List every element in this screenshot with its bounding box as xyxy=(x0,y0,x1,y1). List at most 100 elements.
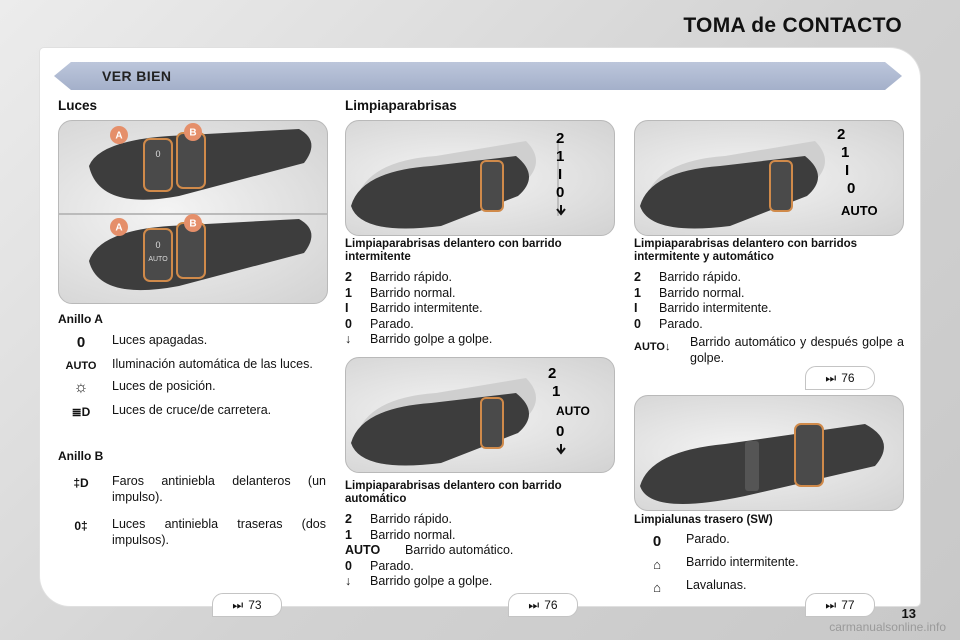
ref-page: 73 xyxy=(248,598,262,612)
rear-wiper-illustration xyxy=(640,423,884,504)
wiper-auto-caption: Limpiaparabrisas delantero con barrido a… xyxy=(345,480,562,505)
wiper-both-pos-0: 0 xyxy=(847,180,855,197)
section-banner xyxy=(54,62,902,90)
ring-b-title: Anillo B xyxy=(58,449,104,463)
rear-wiper-item: 0 Parado. xyxy=(640,532,900,550)
page-number: 13 xyxy=(901,606,916,621)
wiper-both-auto-row: AUTO↓ Barrido automático y después golpe… xyxy=(634,335,904,366)
lights-heading: Luces xyxy=(58,98,98,113)
wiper-both-caption: Limpiaparabrisas delantero con barridos … xyxy=(634,238,858,263)
ring-b-item: 0‡ Luces antiniebla traseras (dos impuls… xyxy=(64,517,326,548)
ring-a-item-text: Luces apagadas. xyxy=(112,333,208,347)
watermark: carmanualsonline.info xyxy=(829,620,946,634)
rear-intermittent-icon: ⌂ xyxy=(653,556,661,572)
wiper-both-illustration: 2 1 I 0 AUTO xyxy=(640,126,878,229)
page-title: TOMA de CONTACTO xyxy=(683,14,902,37)
wiper-pos-i: I xyxy=(558,166,562,183)
ring-b-item-text: Faros antiniebla delanteros (un impulso)… xyxy=(112,474,326,504)
wiper-both-photo: 2 1 I 0 AUTO xyxy=(634,120,904,236)
auto-wipe-icon: AUTO↓ xyxy=(634,341,671,353)
wiper-both-auto-text: Barrido automático y después golpe a gol… xyxy=(690,335,904,365)
skip-forward-icon: ⏭ xyxy=(528,597,540,612)
rear-wash-icon: ⌂ xyxy=(653,579,661,595)
rear-off-icon: 0 xyxy=(652,532,662,550)
headlights-icon: ≣D xyxy=(71,405,91,419)
ring-a-list: 0 Luces apagadas. AUTO Iluminación autom… xyxy=(64,333,326,421)
skip-forward-icon: ⏭ xyxy=(825,370,837,385)
ring-a-item-text: Luces de cruce/de carretera. xyxy=(112,403,272,417)
wiper-both-pos-1: 1 xyxy=(841,144,849,161)
wiper-row: ↓Barrido golpe a golpe. xyxy=(345,574,493,588)
rear-wiper-list: 0 Parado. ⌂ Barrido intermitente. ⌂ Lava… xyxy=(640,532,900,596)
ring-b-item: ‡D Faros antiniebla delanteros (un impul… xyxy=(64,474,326,505)
ref-page: 76 xyxy=(544,598,558,612)
rear-wiper-item: ⌂ Lavalunas. xyxy=(640,578,900,596)
stalk-zero-label: 0 xyxy=(155,149,160,159)
wiper-auto-pos-2: 2 xyxy=(548,365,556,382)
ref-link-73[interactable]: ⏭ 73 xyxy=(212,593,282,617)
wiper-auto-photo: 2 1 AUTO 0 xyxy=(345,357,615,473)
skip-forward-icon: ⏭ xyxy=(825,597,837,612)
ring-a-item: ☼ Luces de posición. xyxy=(64,379,326,397)
wiper-pos-2: 2 xyxy=(556,130,564,147)
ring-a-item: 0 Luces apagadas. xyxy=(64,333,326,351)
wiper-intermittent-photo: 2 1 I 0 xyxy=(345,120,615,236)
wiper-pos-1: 1 xyxy=(556,148,564,165)
ref-page: 76 xyxy=(841,371,855,385)
ref-link-76-right[interactable]: ⏭ 76 xyxy=(805,366,875,390)
rear-wiper-caption: Limpialunas trasero (SW) xyxy=(634,514,773,526)
wiper-auto-pos-1: 1 xyxy=(552,383,560,400)
ring-b-list: ‡D Faros antiniebla delanteros (un impul… xyxy=(64,474,326,548)
lights-stalk-illustration: A B A B 0 0 AUTO xyxy=(59,123,327,291)
stalk-auto-label: AUTO xyxy=(148,256,168,263)
stalk-zero-label-lower: 0 xyxy=(155,240,160,250)
marker-b-lower: B xyxy=(189,219,196,230)
wiper-auto-pos-auto: AUTO xyxy=(556,404,590,418)
wiper-auto-pos-0: 0 xyxy=(556,423,564,440)
rear-wiper-item-text: Parado. xyxy=(686,532,730,546)
down-arrow-icon xyxy=(556,205,566,216)
marker-a-lower: A xyxy=(115,223,122,234)
ring-a-title: Anillo A xyxy=(58,312,103,326)
wiper-intermittent-caption: Limpiaparabrisas delantero con barrido i… xyxy=(345,238,562,263)
wiper-auto-illustration: 2 1 AUTO 0 xyxy=(351,365,590,466)
wiper-both-pos-2: 2 xyxy=(837,126,845,143)
ref-page: 77 xyxy=(841,598,855,612)
marker-b-upper: B xyxy=(189,128,196,139)
upper-stalk xyxy=(89,123,312,200)
wiper-both-pos-i: I xyxy=(845,162,849,179)
rear-wiper-item-text: Barrido intermitente. xyxy=(686,555,799,569)
lights-off-icon: 0 xyxy=(76,333,86,351)
ring-a-item-text: Iluminación automática de las luces. xyxy=(112,357,313,371)
ring-a-item-text: Luces de posición. xyxy=(112,379,216,393)
wipers-heading: Limpiaparabrisas xyxy=(345,98,457,113)
wiper-pos-0: 0 xyxy=(556,184,564,201)
down-arrow-icon xyxy=(556,444,566,455)
wiper-both-pos-auto: AUTO xyxy=(841,203,878,218)
rear-wiper-photo xyxy=(634,395,904,511)
rear-fog-icon: 0‡ xyxy=(74,519,88,533)
skip-forward-icon: ⏭ xyxy=(232,597,244,612)
sidelights-icon: ☼ xyxy=(73,379,89,396)
wiper-row: ↓Barrido golpe a golpe. xyxy=(345,332,493,346)
ref-link-76[interactable]: ⏭ 76 xyxy=(508,593,578,617)
lower-stalk xyxy=(89,214,312,291)
marker-a-upper: A xyxy=(115,131,122,142)
ring-a-item: AUTO Iluminación automática de las luces… xyxy=(64,357,326,375)
ref-link-77[interactable]: ⏭ 77 xyxy=(805,593,875,617)
